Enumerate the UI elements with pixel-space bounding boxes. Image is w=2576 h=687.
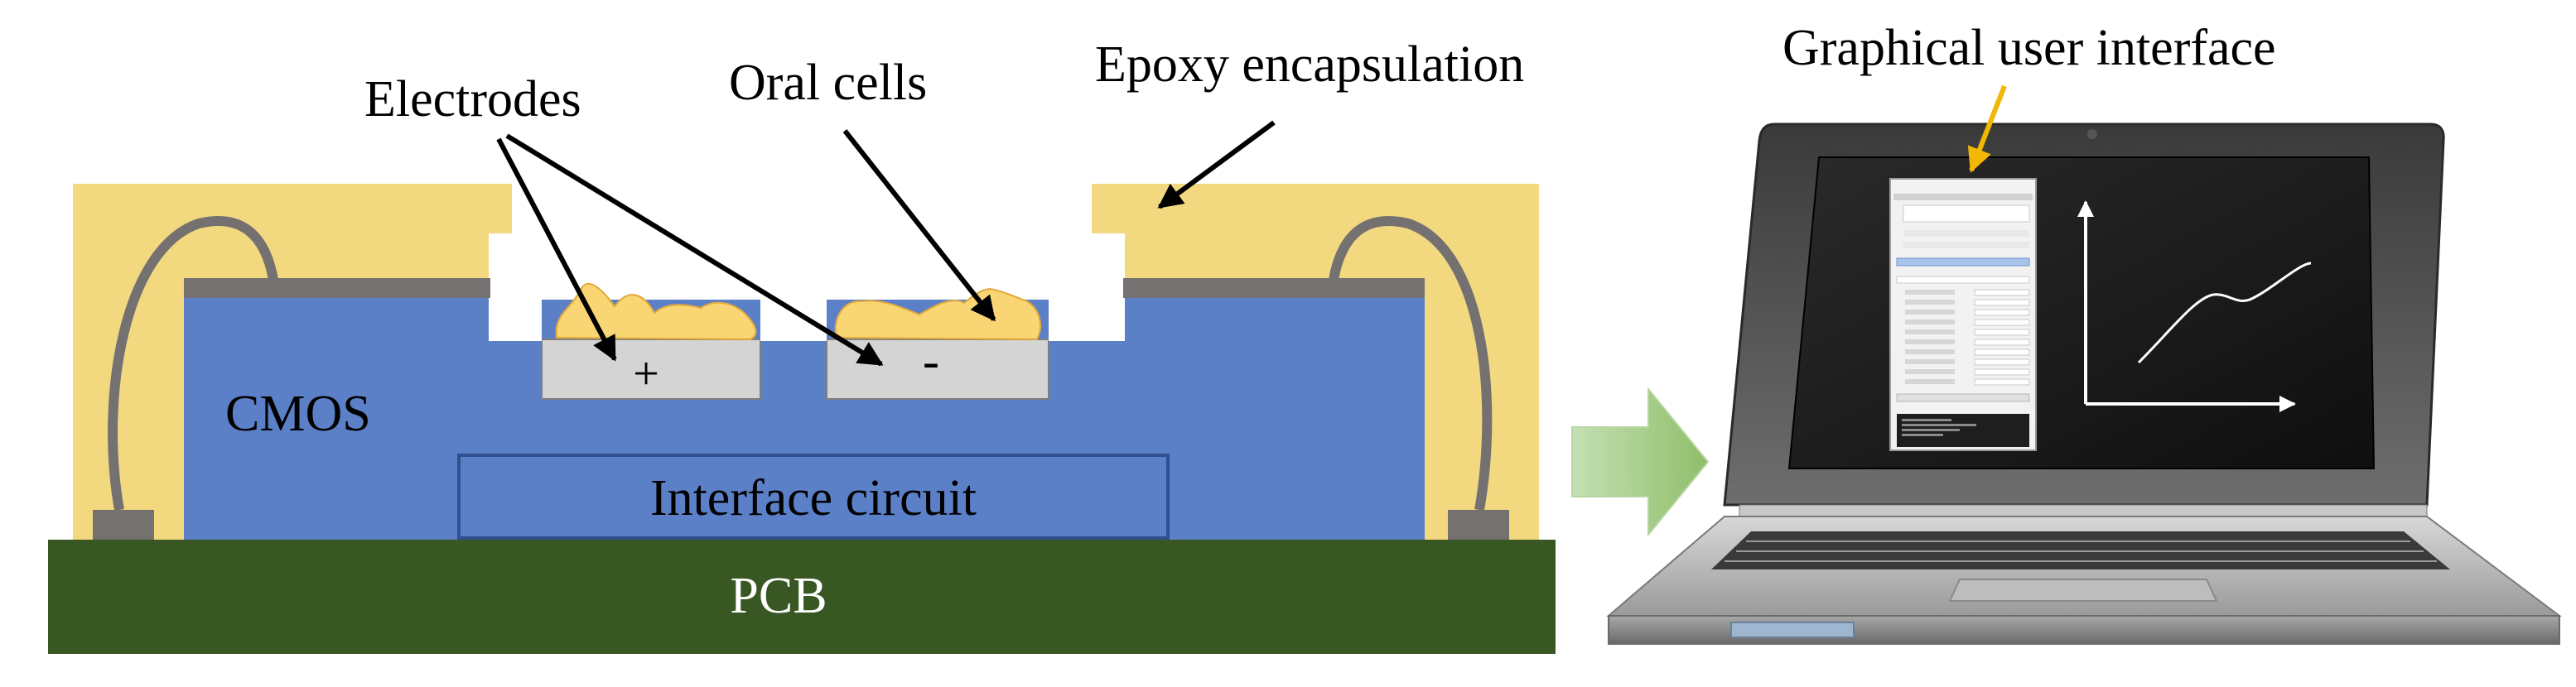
pcb-label: PCB [730,568,827,624]
laptop-trackpad [1948,579,2218,602]
epoxy-label: Epoxy encapsulation [1095,36,1524,93]
oral-cells-right [834,288,1041,341]
well-gap-left [489,300,542,341]
oral-cells-left [555,282,757,341]
electrodes-label: Electrodes [364,71,581,127]
bond-wire-right [1329,216,1493,512]
plus-sign: + [633,348,659,400]
flow-arrow [1571,387,1710,537]
laptop [1606,123,2562,645]
electrode-positive [541,339,761,400]
oral-cells-arrow [842,129,996,322]
electrodes-arrow-minus [505,133,884,367]
well-gap-right [1049,300,1125,341]
pcb-pad-left [93,510,154,540]
bond-pad-right [1123,278,1425,298]
epoxy-opening-right [1050,233,1125,300]
bond-wire-left [108,216,278,512]
chip-cross-section: Electrodes Oral cells Epoxy encapsulatio… [48,36,1556,654]
interface-circuit-box [457,454,1170,540]
plot-curve [2137,262,2312,364]
gui-arrow [1967,84,2007,173]
gui-panel [1889,178,2037,451]
gui-label: Graphical user interface [1782,20,2276,76]
webcam-icon [2087,129,2097,139]
pcb-pad-right [1448,510,1509,540]
interface-circuit-label: Interface circuit [650,470,977,526]
well-gap-mid [760,300,827,341]
oral-cells-label: Oral cells [729,55,927,111]
bond-pad-left [184,278,490,298]
epoxy-arrow [1157,120,1276,209]
cmos-label: CMOS [225,386,371,442]
screen-plot [2077,200,2312,412]
laptop-screen [1787,156,2376,469]
electrodes-arrow-plus [496,137,617,362]
laptop-port [1730,622,1855,638]
pcb-board [48,540,1556,654]
minus-sign: - [923,334,939,388]
